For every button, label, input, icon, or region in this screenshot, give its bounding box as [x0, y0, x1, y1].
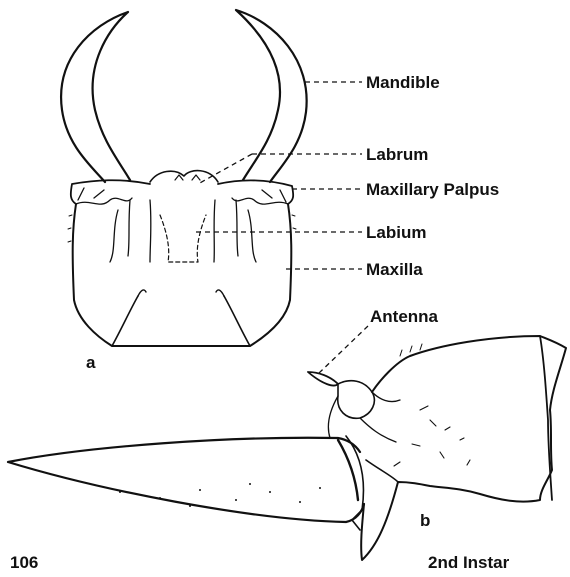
head-capsule-band: [71, 180, 293, 204]
label-labium: Labium: [366, 223, 426, 242]
label-mandible: Mandible: [366, 73, 440, 92]
left-mandible: [61, 12, 130, 182]
lateral-mandible: [8, 438, 364, 522]
label-view-a: a: [86, 353, 96, 372]
view-a-drawing: [61, 10, 307, 346]
stage-caption: 2nd Instar: [428, 553, 510, 572]
head-plate: [73, 204, 292, 346]
right-mandible: [236, 10, 307, 182]
leader-lines: [196, 82, 368, 374]
label-maxillary-palpus: Maxillary Palpus: [366, 180, 499, 199]
plate-number: 106: [10, 553, 38, 572]
label-labrum: Labrum: [366, 145, 428, 164]
lateral-head-capsule: [361, 336, 566, 560]
antenna: [308, 372, 338, 386]
label-antenna: Antenna: [370, 307, 439, 326]
label-maxilla: Maxilla: [366, 260, 423, 279]
mandible-stipple: [119, 483, 321, 507]
labrum-outline: [150, 171, 218, 182]
label-view-b: b: [420, 511, 430, 530]
